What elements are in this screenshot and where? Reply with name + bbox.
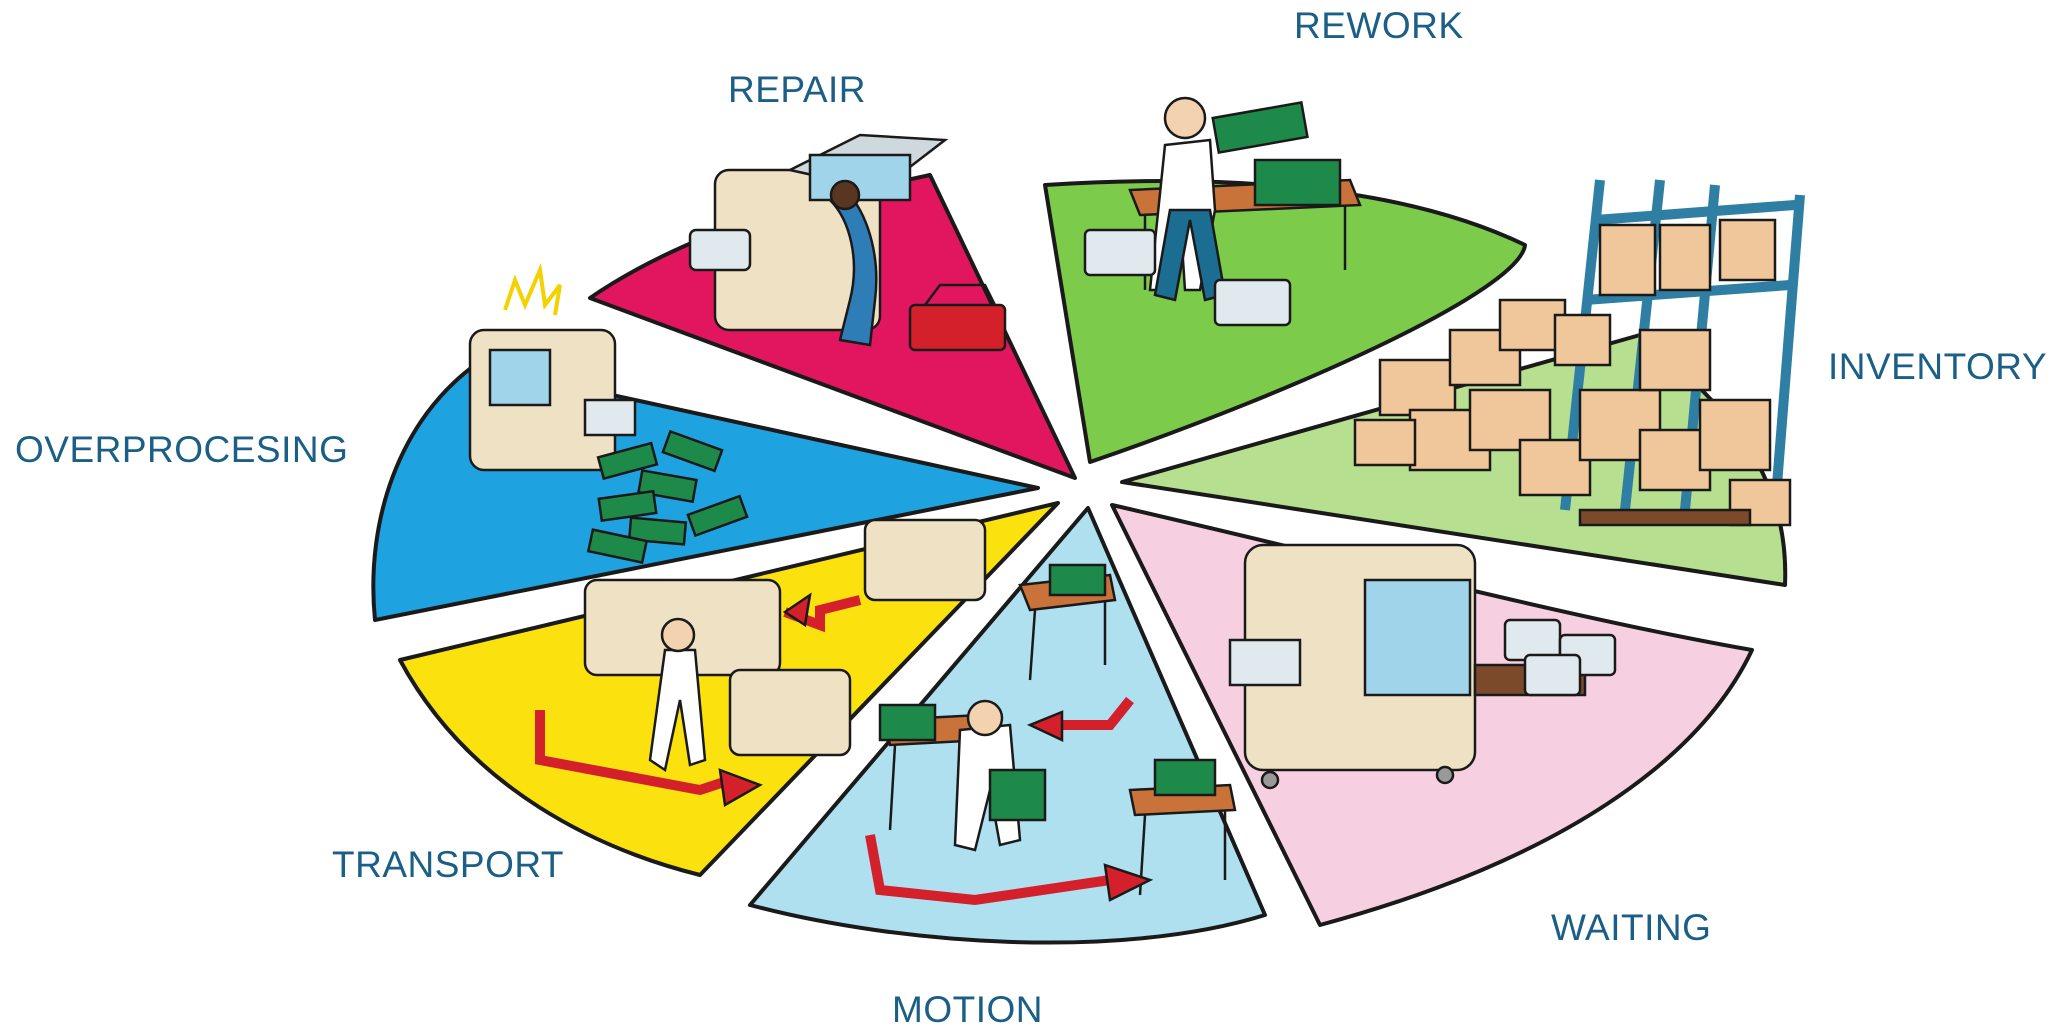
machine-repair-icon	[688, 133, 1007, 352]
idle-machine-icon	[1228, 543, 1617, 790]
repair-technician-head	[829, 179, 861, 211]
worker-at-table-icon	[1083, 96, 1362, 327]
rework-worker-legs	[1153, 208, 1227, 302]
motion-board-stack-top	[1048, 563, 1107, 597]
motion-board-stack-left	[878, 703, 937, 742]
inventory-label: INVENTORY	[1828, 346, 2048, 387]
stacked-boxes-rack-icon	[1353, 179, 1805, 527]
inventory-box-pile	[1353, 218, 1792, 527]
repair-technician	[827, 193, 878, 347]
motion-arrow-loop	[865, 834, 1111, 906]
wedges	[371, 173, 1788, 945]
transport-worker-head	[660, 617, 696, 653]
transport-arrows-icon	[535, 518, 987, 807]
rework-label: REWORK	[1294, 5, 1464, 46]
overprocess-spark	[503, 262, 562, 316]
carrying-worker-icon	[865, 563, 1237, 906]
rework-bin-right	[1213, 278, 1292, 327]
motion-worker-head	[966, 699, 1004, 737]
rework-bin-left	[1083, 228, 1157, 277]
transport-label: TRANSPORT	[332, 844, 565, 885]
inventory-pallet	[1578, 508, 1752, 527]
overprocess-machine-window	[488, 348, 552, 407]
motion-label: MOTION	[892, 989, 1043, 1030]
waiting-tray	[1228, 638, 1302, 687]
overprocess-tray	[583, 398, 637, 437]
motion-arrow-upper	[1060, 696, 1134, 730]
motion-carried-boards	[988, 768, 1047, 822]
repair-toolbox-handle	[924, 283, 997, 306]
transport-worker	[648, 648, 707, 773]
rework-worker-head	[1163, 96, 1207, 140]
waiting-label: WAITING	[1551, 907, 1712, 948]
rework-board-stack	[1253, 158, 1342, 207]
repair-tray	[688, 228, 752, 272]
overprocess-board-pile	[586, 429, 749, 565]
rework-held-board	[1211, 100, 1309, 154]
repair-label: REPAIR	[728, 69, 867, 110]
transport-machine-bottom	[728, 668, 852, 757]
motion-board-stack-right	[1153, 758, 1217, 797]
waiting-bin-3	[1523, 653, 1582, 697]
overprocessing-label: OVERPROCESING	[15, 429, 349, 470]
waiting-machine-window	[1363, 578, 1472, 697]
machine-overproduction-icon	[468, 262, 749, 565]
transport-machine-top	[863, 518, 987, 602]
transport-arrow-lower	[535, 710, 732, 796]
repair-toolbox	[908, 303, 1007, 352]
